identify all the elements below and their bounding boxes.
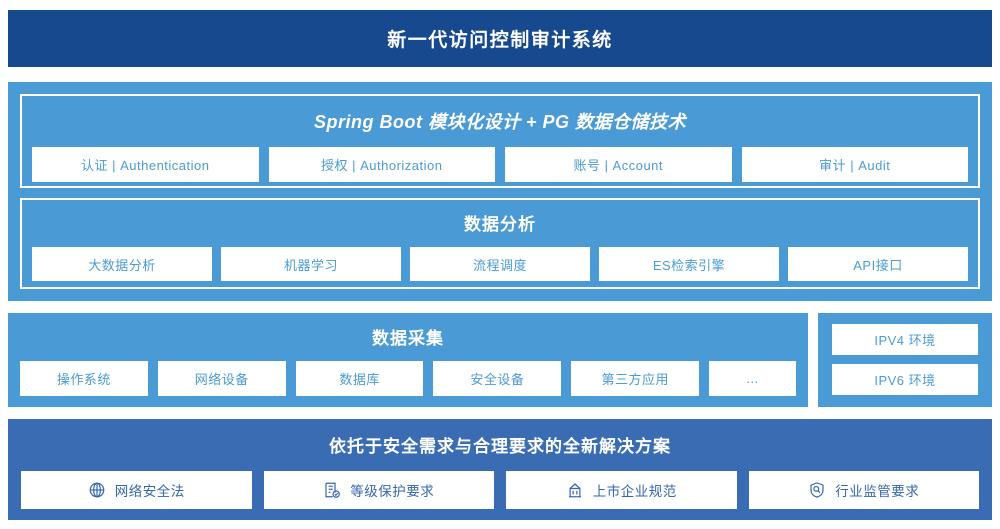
solution-chip-row: 网络安全法 等级保护要求 xyxy=(8,471,992,509)
chip-cybersecurity-law-label: 网络安全法 xyxy=(114,484,185,499)
chip-third-party-app[interactable]: 第三方应用 xyxy=(571,361,700,396)
globe-icon xyxy=(88,481,106,499)
ip-environment-list: IPV4 环境 IPV6 环境 xyxy=(818,313,992,406)
solution-title: 依托于安全需求与合理要求的全新解决方案 xyxy=(329,437,671,456)
chip-ipv6-environment[interactable]: IPV6 环境 xyxy=(832,364,978,395)
chip-listed-company-standard-label: 上市企业规范 xyxy=(592,484,677,499)
data-collection-section: 数据采集 操作系统 网络设备 数据库 安全设备 第三方应用 … xyxy=(8,313,808,407)
data-collection-title: 数据采集 xyxy=(372,329,444,348)
chip-classified-protection-label: 等级保护要求 xyxy=(350,484,435,499)
data-analysis-panel-title: 数据分析 xyxy=(464,215,536,234)
document-check-icon xyxy=(323,481,341,499)
chip-classified-protection[interactable]: 等级保护要求 xyxy=(263,471,494,509)
springboot-chip-row: 认证 | Authentication 授权 | Authorization 账… xyxy=(22,147,978,182)
chip-audit[interactable]: 审计 | Audit xyxy=(741,147,968,182)
chip-network-device[interactable]: 网络设备 xyxy=(157,361,286,396)
chip-authorization[interactable]: 授权 | Authorization xyxy=(268,147,495,182)
chip-account[interactable]: 账号 | Account xyxy=(505,147,732,182)
bank-building-icon xyxy=(566,481,584,499)
data-analysis-chip-row: 大数据分析 机器学习 流程调度 ES检索引擎 API接口 xyxy=(22,247,978,281)
chip-authentication[interactable]: 认证 | Authentication xyxy=(32,147,259,182)
chip-process-scheduling[interactable]: 流程调度 xyxy=(410,247,590,281)
platform-section: Spring Boot 模块化设计 + PG 数据仓储技术 认证 | Authe… xyxy=(8,82,992,301)
page-title-bar: 新一代访问控制审计系统 xyxy=(8,10,992,67)
chip-operating-system[interactable]: 操作系统 xyxy=(20,361,148,396)
chip-database[interactable]: 数据库 xyxy=(295,361,424,396)
page-title: 新一代访问控制审计系统 xyxy=(387,30,613,51)
springboot-panel-title: Spring Boot 模块化设计 + PG 数据仓储技术 xyxy=(313,112,686,132)
data-analysis-panel: 数据分析 大数据分析 机器学习 流程调度 ES检索引擎 API接口 xyxy=(20,198,980,289)
solution-section: 依托于安全需求与合理要求的全新解决方案 网络安全法 xyxy=(8,419,992,520)
chip-security-device[interactable]: 安全设备 xyxy=(433,361,562,396)
shield-search-icon xyxy=(808,481,826,499)
chip-machine-learning[interactable]: 机器学习 xyxy=(221,247,401,281)
data-collection-chip-row: 操作系统 网络设备 数据库 安全设备 第三方应用 … xyxy=(8,361,808,396)
chip-industry-regulation[interactable]: 行业监管要求 xyxy=(748,471,979,509)
chip-api-interface[interactable]: API接口 xyxy=(788,247,968,281)
chip-es-search-engine[interactable]: ES检索引擎 xyxy=(599,247,779,281)
chip-listed-company-standard[interactable]: 上市企业规范 xyxy=(506,471,737,509)
chip-big-data-analysis[interactable]: 大数据分析 xyxy=(32,247,212,281)
ip-environment-section: IPV4 环境 IPV6 环境 xyxy=(818,313,992,407)
chip-ipv4-environment[interactable]: IPV4 环境 xyxy=(832,324,978,355)
chip-cybersecurity-law[interactable]: 网络安全法 xyxy=(21,471,252,509)
chip-more-ellipsis[interactable]: … xyxy=(709,361,796,396)
springboot-panel: Spring Boot 模块化设计 + PG 数据仓储技术 认证 | Authe… xyxy=(20,94,980,188)
chip-industry-regulation-label: 行业监管要求 xyxy=(835,484,920,499)
